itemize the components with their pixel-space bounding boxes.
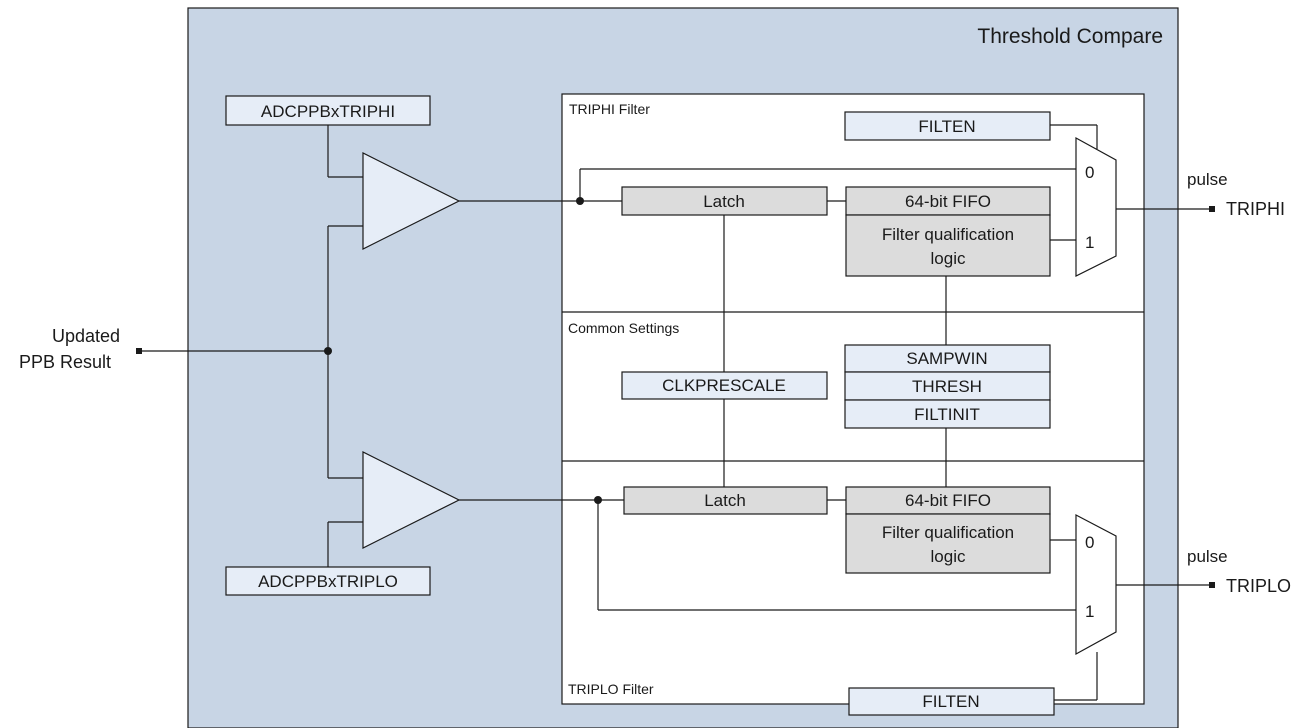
- junction-dot-triplo: [594, 496, 602, 504]
- junction-dot-input: [324, 347, 332, 355]
- sampwin-label: SAMPWIN: [906, 349, 987, 368]
- filter-logic-triphi-line2: logic: [931, 249, 966, 268]
- filter-logic-triphi-line1: Filter qualification: [882, 225, 1014, 244]
- input-label-line1: Updated: [52, 326, 120, 346]
- filtinit-register: [844, 399, 1051, 429]
- section-label-triplo: TRIPLO Filter: [568, 681, 654, 697]
- comparator-triphi: [362, 152, 461, 250]
- latch-triplo-label: Latch: [704, 491, 746, 510]
- output-terminal-triphi: [1209, 206, 1215, 212]
- section-label-triphi: TRIPHI Filter: [569, 101, 650, 117]
- output-label-triphi: TRIPHI: [1226, 199, 1285, 219]
- filten-triphi: [844, 111, 1051, 141]
- mux-triplo-in0: 0: [1085, 533, 1094, 552]
- filtinit-label: FILTINIT: [914, 405, 980, 424]
- fifo-triplo-label: 64-bit FIFO: [905, 491, 991, 510]
- mux-triplo-in1: 1: [1085, 602, 1094, 621]
- filten-triphi-label: FILTEN: [918, 117, 975, 136]
- register-triplo-label: ADCPPBxTRIPLO: [258, 572, 398, 591]
- comparator-triplo: [362, 451, 461, 549]
- filter-logic-triplo-line1: Filter qualification: [882, 523, 1014, 542]
- latch-triphi-label: Latch: [703, 192, 745, 211]
- output-pulse-triphi: pulse: [1187, 170, 1228, 189]
- register-triplo: [225, 566, 431, 596]
- clkprescale-register: [621, 371, 828, 400]
- filter-logic-triplo: [845, 513, 1051, 574]
- latch-triphi: [621, 186, 828, 216]
- mux-triphi-in0: 0: [1085, 163, 1094, 182]
- input-label-line2: PPB Result: [19, 352, 111, 372]
- clkprescale-label: CLKPRESCALE: [662, 376, 786, 395]
- latch-triplo: [623, 486, 828, 515]
- panel-title: Threshold Compare: [977, 25, 1163, 48]
- fifo-triplo: [845, 486, 1051, 515]
- input-terminal: [136, 348, 142, 354]
- filten-triplo: [848, 687, 1055, 716]
- fifo-triphi: [845, 186, 1051, 216]
- filter-logic-triphi: [845, 214, 1051, 277]
- filter-logic-triplo-line2: logic: [931, 547, 966, 566]
- output-terminal-triplo: [1209, 582, 1215, 588]
- mux-triphi-in1: 1: [1085, 233, 1094, 252]
- register-triphi: [225, 95, 431, 126]
- output-label-triplo: TRIPLO: [1226, 576, 1291, 596]
- register-triphi-label: ADCPPBxTRIPHI: [261, 102, 395, 121]
- filten-triplo-label: FILTEN: [922, 692, 979, 711]
- junction-dot-triphi: [576, 197, 584, 205]
- mux-triplo: [1075, 514, 1117, 656]
- fifo-triphi-label: 64-bit FIFO: [905, 192, 991, 211]
- section-label-common: Common Settings: [568, 320, 679, 336]
- output-pulse-triplo: pulse: [1187, 547, 1228, 566]
- wires: [140, 124, 1212, 701]
- mux-triphi: [1075, 136, 1117, 277]
- thresh-label: THRESH: [912, 377, 982, 396]
